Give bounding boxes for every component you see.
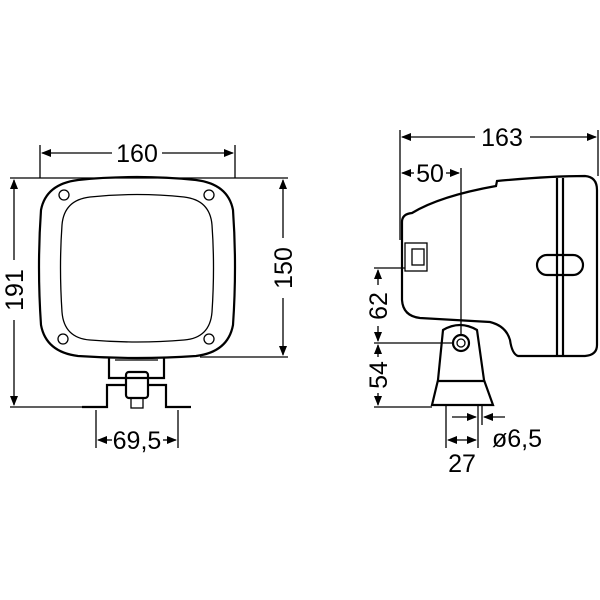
- dimension-27: 27: [448, 450, 476, 478]
- lamp-housing-side: [400, 174, 599, 358]
- dimension-bolt-diameter: ø6,5: [492, 425, 542, 453]
- screw-hole: [58, 189, 70, 201]
- cable-port: [404, 242, 428, 272]
- dimension-50: 50: [416, 160, 444, 188]
- dimension-54: 54: [365, 361, 393, 389]
- side-view: 163 50 62 54 27 ø6,5: [365, 124, 599, 478]
- screw-hole: [203, 333, 215, 345]
- dimension-62: 62: [365, 292, 393, 320]
- screw-hole: [203, 189, 215, 201]
- lamp-housing-front: [37, 175, 237, 360]
- dimension-69-5: 69,5: [113, 427, 162, 455]
- front-view: 160 191 150 69,5: [1, 140, 298, 455]
- screw-hole: [57, 333, 69, 345]
- dimension-150: 150: [270, 247, 298, 289]
- dimension-160: 160: [116, 140, 158, 168]
- mounting-bracket-front: [82, 357, 191, 409]
- side-oval-marker: [535, 253, 585, 277]
- lens: [59, 193, 215, 343]
- dimension-163: 163: [481, 124, 523, 152]
- dimension-191: 191: [1, 269, 29, 311]
- stand: [430, 323, 495, 407]
- pivot-bolt: [451, 333, 471, 353]
